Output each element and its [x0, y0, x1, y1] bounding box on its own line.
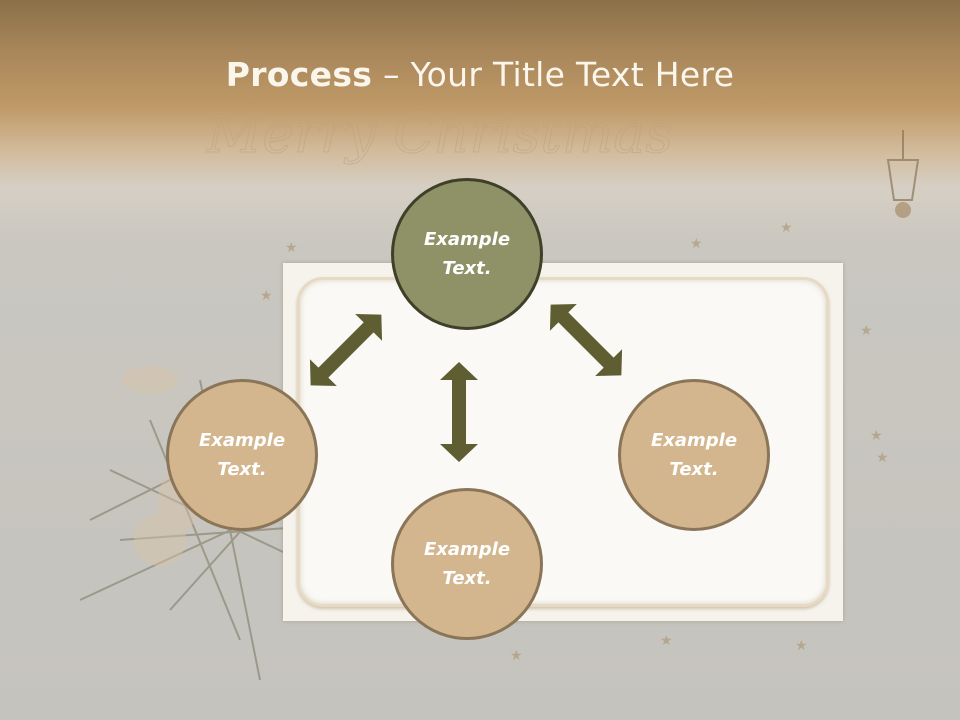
title-rest: – Your Title Text Here — [372, 55, 735, 94]
process-node-left[interactable]: Example Text. — [166, 379, 318, 531]
svg-text:★: ★ — [260, 288, 273, 304]
svg-text:★: ★ — [690, 236, 703, 252]
svg-text:★: ★ — [510, 648, 523, 664]
slide-title: Process – Your Title Text Here — [226, 55, 735, 150]
arrow-top-right — [549, 303, 623, 377]
svg-text:★: ★ — [876, 450, 889, 466]
title-bold: Process — [225, 55, 373, 94]
svg-text:★: ★ — [285, 240, 298, 256]
svg-text:★: ★ — [660, 633, 673, 649]
svg-text:★: ★ — [795, 638, 808, 654]
merry-christmas-watermark: Merry Christmas — [206, 102, 673, 165]
arrow-top-left — [309, 313, 383, 387]
process-node-bottom[interactable]: Example Text. — [391, 488, 543, 640]
svg-text:★: ★ — [780, 220, 793, 236]
process-node-right[interactable]: Example Text. — [618, 379, 770, 531]
svg-text:★: ★ — [860, 323, 873, 339]
node-label: Example Text. — [650, 430, 738, 480]
ornament-lantern-icon — [886, 130, 920, 218]
node-label: Example Text. — [198, 430, 286, 480]
arrow-top-bottom — [440, 362, 478, 462]
svg-text:★: ★ — [870, 428, 883, 444]
star-decoration: ★ ★ ★ ★ ★ ★ ★ ★ ★ ★ — [260, 220, 889, 664]
title-band: Process – Your Title Text Here — [0, 0, 960, 150]
process-node-top[interactable]: Example Text. — [391, 178, 543, 330]
node-label: Example Text. — [423, 539, 511, 589]
node-label: Example Text. — [423, 229, 511, 279]
